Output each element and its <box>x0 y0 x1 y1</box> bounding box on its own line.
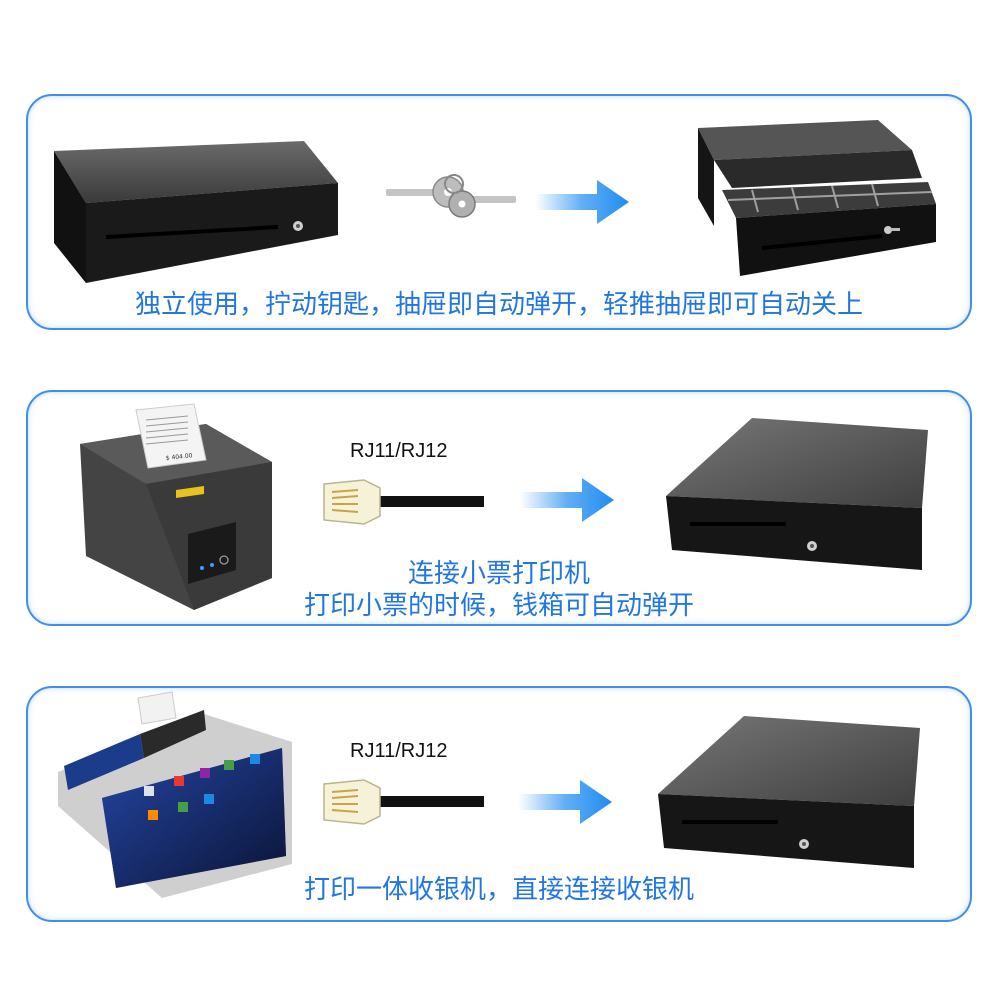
arrow-right-icon <box>518 780 612 824</box>
cable-label-printer: RJ11/RJ12 <box>350 440 448 462</box>
cash-drawer-image <box>666 418 928 570</box>
cash-drawer-image <box>658 716 920 868</box>
arrow-right-icon <box>520 478 614 522</box>
cash-drawer-closed-image <box>54 141 338 283</box>
caption-pos: 打印一体收银机，直接连接收银机 <box>303 875 694 905</box>
rj11-connector-icon <box>323 779 484 825</box>
cash-drawer-open-image <box>698 120 936 276</box>
keys-icon <box>386 174 516 218</box>
caption-key-operation: 独立使用，拧动钥匙，抽屉即自动弹开，轻推抽屉即可自动关上 <box>134 290 863 320</box>
rj11-connector-icon <box>323 479 484 525</box>
pos-terminal-image <box>58 691 292 898</box>
caption-printer-line2: 打印小票的时候，钱箱可自动弹开 <box>303 591 694 621</box>
cable-label-pos: RJ11/RJ12 <box>350 740 448 762</box>
receipt-total: $ 404.00 <box>165 452 192 462</box>
receipt-printer-image: $ 404.00 <box>80 403 272 610</box>
arrow-right-icon <box>535 180 629 224</box>
caption-printer-line1: 连接小票打印机 <box>407 559 590 589</box>
